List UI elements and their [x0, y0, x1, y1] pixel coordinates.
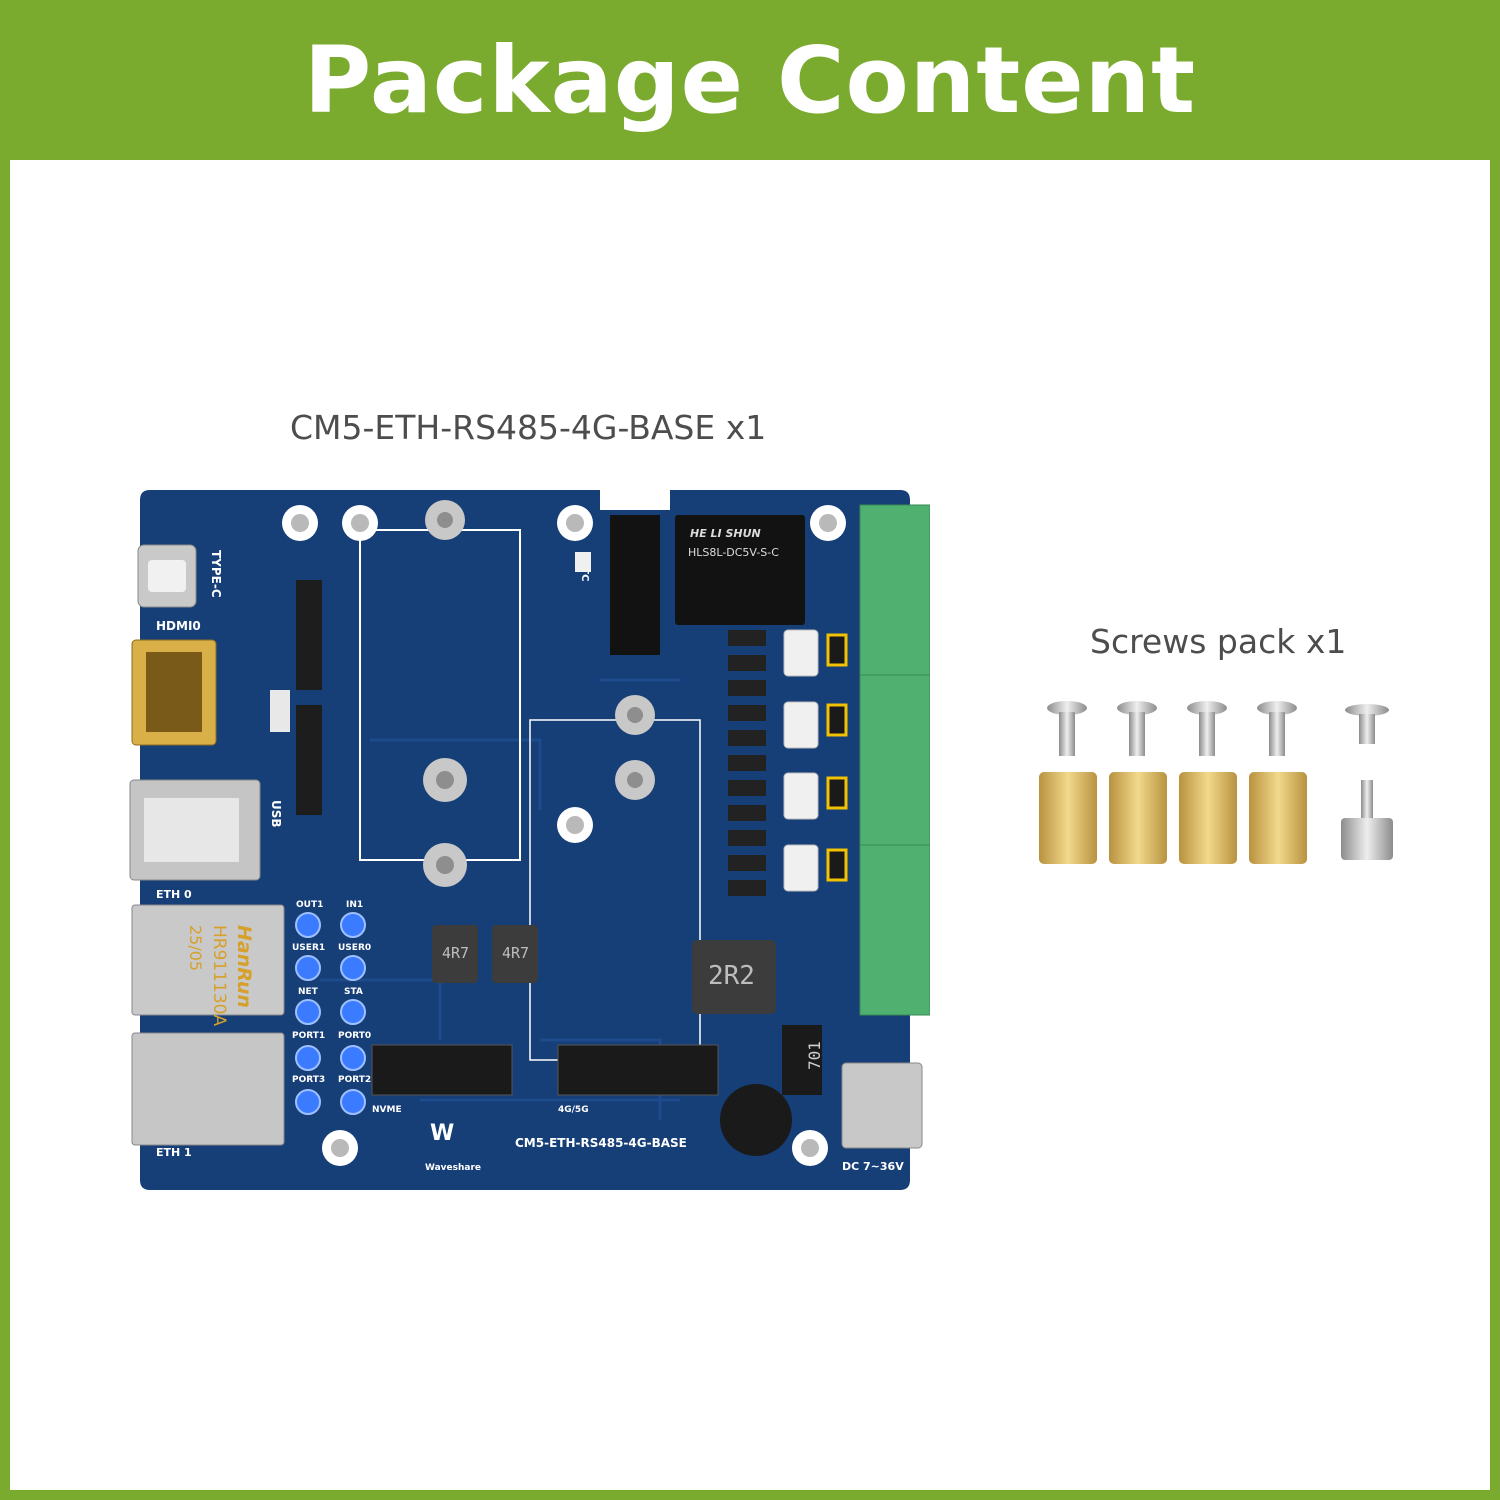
led-label: PORT3	[292, 1075, 325, 1085]
eth0-label: ETH 0	[156, 888, 192, 901]
rj45-port-eth0	[131, 904, 285, 1016]
chip-label: 701	[805, 1041, 824, 1070]
relay	[675, 515, 805, 625]
screws-image	[1035, 700, 1395, 880]
eth1-label: ETH 1	[156, 1146, 192, 1159]
type-c-label: TYPE-C	[209, 550, 223, 598]
gas-discharge-tubes	[783, 629, 819, 892]
screw-and-standoff	[1249, 701, 1307, 864]
led-label: OUT1	[296, 900, 323, 910]
usb-label: USB	[269, 800, 283, 828]
rj45-date: 25/05	[186, 925, 205, 971]
content-panel: CM5-ETH-RS485-4G-BASE x1	[10, 160, 1490, 1490]
led-label: USER1	[292, 943, 325, 953]
rj45-brand: HanRun	[233, 925, 255, 1008]
inductor-label: 2R2	[708, 961, 755, 991]
led-label: NET	[298, 987, 319, 997]
waveshare-logo: W	[430, 1121, 454, 1146]
rj45-model: HR911130A	[209, 925, 229, 1026]
inductor-label: 4R7	[502, 944, 529, 962]
board-caption: CM5-ETH-RS485-4G-BASE x1	[290, 408, 767, 447]
rtc-battery-holder	[610, 515, 660, 655]
chip-701	[782, 1025, 822, 1095]
short-screw	[1345, 704, 1389, 744]
pcb-board	[140, 490, 910, 1190]
jumpers	[826, 633, 848, 882]
inductors: 4R7 4R7 2R2	[432, 925, 776, 1014]
screw-and-standoff	[1039, 701, 1097, 864]
brand-label: Waveshare	[425, 1163, 481, 1173]
thumb-screw	[1341, 780, 1393, 860]
nvme-label: NVME	[372, 1105, 402, 1115]
screws-caption: Screws pack x1	[1090, 622, 1347, 661]
screw-and-standoff	[1109, 701, 1167, 864]
led-label: PORT2	[338, 1075, 371, 1085]
board-name-silk: CM5-ETH-RS485-4G-BASE	[515, 1136, 687, 1150]
nvme-slot	[371, 1044, 513, 1096]
terminal-blocks	[859, 504, 931, 1016]
relay-model: HLS8L-DC5V-S-C	[688, 546, 779, 559]
page-title: Package Content	[303, 26, 1197, 134]
screw-set	[1039, 701, 1393, 864]
hdmi-label: HDMI0	[156, 619, 201, 633]
standoffs	[423, 500, 655, 887]
diode-array	[728, 630, 766, 896]
buzzer	[720, 1084, 792, 1156]
mounting-holes	[282, 505, 846, 1166]
inductor-label: 4R7	[442, 944, 469, 962]
led-label: PORT0	[338, 1031, 371, 1041]
rj45-port-eth1	[131, 1032, 285, 1146]
mipi0-connector	[296, 580, 322, 690]
led-label: USER0	[338, 943, 371, 953]
led-array: OUT1 IN1 USER1 USER0 NET STA PORT1 PORT0…	[292, 900, 371, 1115]
screw-and-standoff	[1179, 701, 1237, 864]
dc-jack	[841, 1062, 923, 1149]
led-label: IN1	[346, 900, 363, 910]
relay-brand: HE LI SHUN	[690, 527, 761, 540]
lte-label: 4G/5G	[558, 1105, 589, 1115]
mipi1-connector	[296, 705, 322, 815]
led-label: PORT1	[292, 1031, 325, 1041]
lte-slot	[557, 1044, 719, 1096]
dc-label: DC 7~36V	[842, 1160, 904, 1173]
board-image: TYPE-C HDMI0 USB ETH 0 HanRun HR911130A …	[120, 480, 931, 1192]
header-banner: Package Content	[0, 0, 1500, 160]
led-label: STA	[344, 987, 363, 997]
